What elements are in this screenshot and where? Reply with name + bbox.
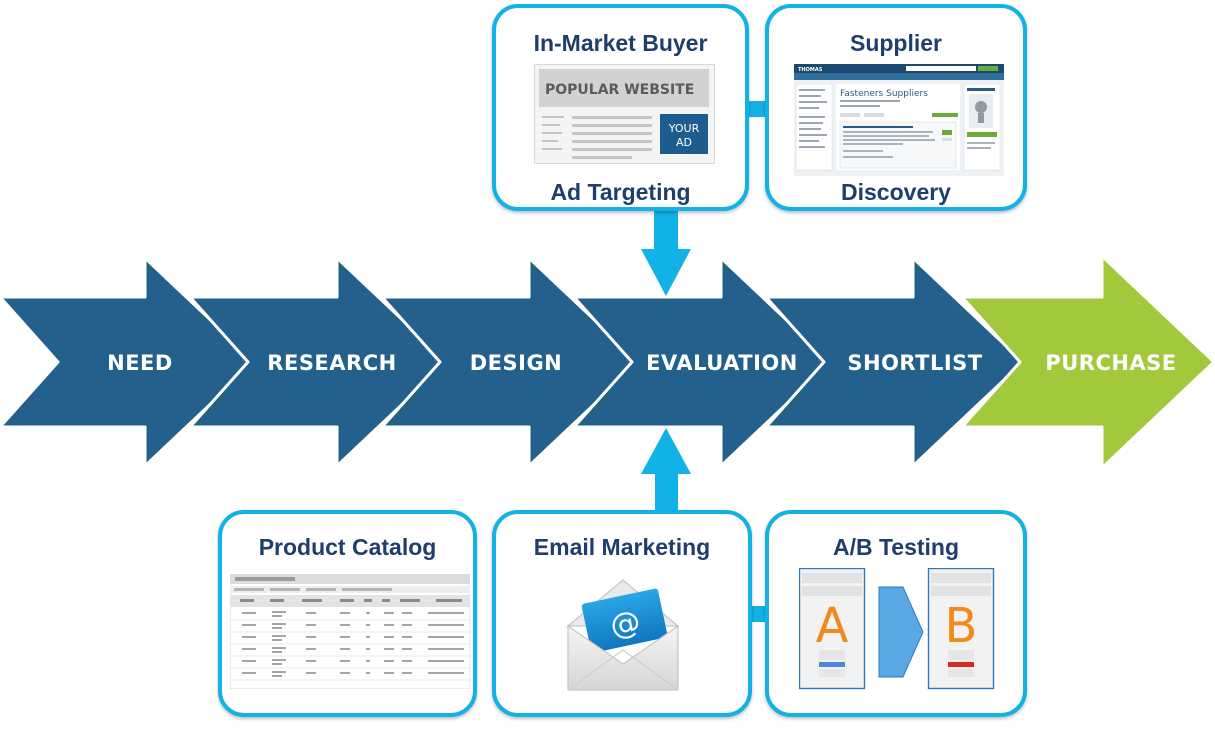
top-card-connector: [747, 101, 767, 117]
stage-label-design: DESIGN: [470, 351, 563, 375]
at-symbol: @: [607, 604, 644, 644]
variant-b-page: B: [927, 568, 995, 690]
ad-line-2: AD: [676, 136, 692, 149]
stage-label-research: RESEARCH: [267, 351, 396, 375]
stage-purchase: PURCHASE: [960, 254, 1215, 470]
product-catalog-title: Product Catalog: [258, 534, 437, 560]
website-label: POPULAR WEBSITE: [545, 82, 694, 98]
right-chevron-icon: [878, 586, 924, 678]
supplier-title: Supplier: [849, 30, 942, 56]
in-market-buyer-subtitle: Ad Targeting: [550, 179, 691, 205]
ad-line-1: YOUR: [668, 122, 700, 135]
variant-b-letter: B: [945, 598, 978, 654]
product-catalog-card: Product Catalog: [218, 510, 477, 717]
stage-label-evaluation: EVALUATION: [646, 351, 798, 375]
bottom-card-connector: [747, 606, 767, 622]
email-marketing-title: Email Marketing: [533, 534, 711, 560]
supplier-subtitle: Discovery: [841, 179, 951, 205]
email-envelope-icon: @: [566, 579, 680, 691]
stage-label-shortlist: SHORTLIST: [847, 351, 982, 375]
stage-label-purchase: PURCHASE: [1045, 351, 1176, 375]
ad-block: [660, 114, 708, 154]
in-market-buyer-card: In-Market Buyer POPULAR WEBSITE YOUR AD …: [492, 4, 749, 211]
stage-research: RESEARCH: [188, 256, 449, 468]
supplier-card: Supplier THOMAS Fasteners Suppliers: [765, 4, 1027, 211]
down-arrow-icon: [641, 210, 691, 296]
ab-testing-card: A/B Testing A B: [765, 510, 1027, 717]
in-market-buyer-title: In-Market Buyer: [533, 30, 708, 56]
stage-label-need: NEED: [107, 351, 173, 375]
stage-evaluation: EVALUATION: [572, 256, 833, 468]
ab-testing-illustration: A B: [799, 568, 995, 690]
ab-testing-title: A/B Testing: [832, 534, 960, 560]
stage-need: NEED: [0, 256, 257, 468]
variant-a-page: A: [799, 568, 866, 690]
email-marketing-card: Email Marketing @: [492, 510, 752, 717]
supplier-brand: THOMAS: [798, 67, 823, 73]
variant-a-letter: A: [816, 598, 849, 654]
up-arrow-icon: [641, 428, 691, 512]
supplier-page-heading: Fasteners Suppliers: [840, 89, 928, 99]
stage-shortlist: SHORTLIST: [764, 256, 1025, 468]
stage-design: DESIGN: [380, 256, 641, 468]
website-ad-thumbnail: POPULAR WEBSITE YOUR AD: [534, 64, 715, 164]
supplier-page-thumbnail: THOMAS Fasteners Suppliers: [794, 64, 1004, 176]
catalog-table-thumbnail: [230, 574, 470, 689]
